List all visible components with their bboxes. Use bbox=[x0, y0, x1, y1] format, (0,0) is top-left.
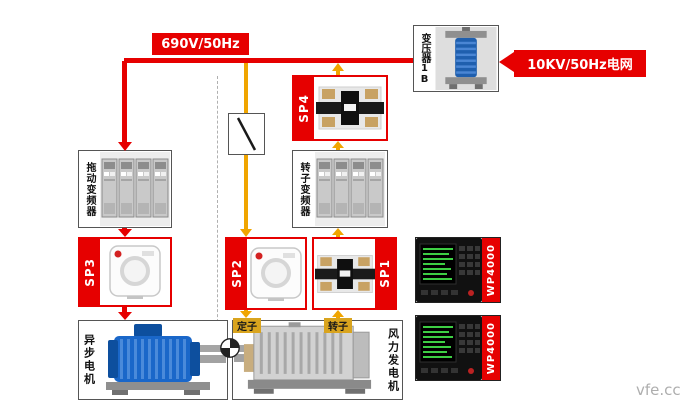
motor-label-strip: 异步电机 bbox=[79, 321, 99, 399]
drive-converter-label-strip: 拖动变频器 bbox=[79, 151, 99, 227]
arrow-up-icon bbox=[332, 141, 344, 148]
transformer-label: 变压器1B bbox=[419, 32, 430, 85]
breaker-switch-box bbox=[228, 113, 265, 155]
sp3-label: SP3 bbox=[83, 257, 97, 287]
rotor-tag-to-sp1-line bbox=[336, 316, 340, 319]
power-analyzer-top-box: WP4000 bbox=[415, 237, 501, 303]
wind-generator-box: 风力发电机 bbox=[232, 320, 403, 400]
arrow-down-icon bbox=[240, 311, 252, 318]
power-analyzer-icon bbox=[416, 238, 482, 302]
section-divider-dashed-line bbox=[217, 76, 218, 332]
generator-label-strip: 风力发电机 bbox=[384, 321, 402, 399]
wp4000-bottom-label: WP4000 bbox=[485, 321, 497, 375]
sp2-label: SP2 bbox=[230, 259, 244, 288]
rotor-tag: 转子 bbox=[324, 318, 352, 333]
bus-690v-line bbox=[124, 58, 414, 63]
grid-source-label: 10KV/50Hz电网 bbox=[514, 50, 646, 77]
arrow-up-icon bbox=[332, 310, 344, 317]
voltage-sensor-icon bbox=[247, 239, 305, 308]
arrow-down-icon bbox=[118, 142, 132, 151]
transformer-icon bbox=[434, 26, 498, 91]
sp2-sensor-box: SP2 bbox=[225, 237, 307, 310]
power-analyzer-bottom-box: WP4000 bbox=[415, 315, 501, 381]
converter-cabinet-icon bbox=[313, 151, 387, 227]
sp2-label-strip: SP2 bbox=[227, 239, 247, 308]
sp4-to-bus-line bbox=[336, 70, 340, 75]
breaker-icon bbox=[229, 114, 264, 154]
async-motor-box: 异步电机 bbox=[78, 320, 228, 400]
bus-to-breaker-line bbox=[244, 63, 248, 113]
breaker-to-sp2-line bbox=[244, 155, 248, 230]
generator-icon bbox=[233, 321, 384, 399]
motor-label: 异步电机 bbox=[82, 334, 96, 386]
voltage-sensor-icon bbox=[100, 239, 170, 305]
generator-label: 风力发电机 bbox=[386, 327, 400, 393]
transformer-label-strip: 变压器1B bbox=[414, 26, 434, 91]
coupling-icon bbox=[219, 337, 241, 363]
arrow-down-icon bbox=[240, 229, 252, 237]
drive-converter-box: 拖动变频器 bbox=[78, 150, 172, 228]
watermark: vfe.cc bbox=[636, 381, 681, 399]
rotor-converter-box: 转子变频器 bbox=[292, 150, 388, 228]
bus-to-drive-converter-line bbox=[122, 61, 127, 142]
wp4000-bottom-label-strip: WP4000 bbox=[482, 316, 500, 380]
sp4-label-strip: SP4 bbox=[294, 77, 314, 139]
arrow-up-icon bbox=[332, 228, 344, 235]
sp3-to-motor-line bbox=[122, 307, 127, 313]
arrow-down-icon bbox=[118, 229, 132, 237]
sp3-label-strip: SP3 bbox=[80, 239, 100, 305]
sp1-sensor-box: SP1 bbox=[312, 237, 397, 310]
converter-cabinet-icon bbox=[99, 151, 171, 227]
stator-tag: 定子 bbox=[233, 318, 261, 333]
wp4000-top-label: WP4000 bbox=[485, 243, 497, 297]
arrow-up-icon bbox=[332, 63, 344, 71]
current-sensor-icon bbox=[314, 77, 386, 139]
sp3-sensor-box: SP3 bbox=[78, 237, 172, 307]
rotor-converter-label: 转子变频器 bbox=[298, 161, 309, 217]
drive-converter-label: 拖动变频器 bbox=[84, 161, 95, 217]
sp1-label: SP1 bbox=[378, 259, 392, 288]
power-analyzer-icon bbox=[416, 316, 482, 380]
current-sensor-icon bbox=[314, 239, 375, 308]
motor-icon bbox=[99, 321, 227, 399]
rotor-converter-to-sp4-line bbox=[336, 147, 340, 150]
sp4-sensor-box: SP4 bbox=[292, 75, 388, 141]
arrow-left-icon bbox=[499, 52, 514, 72]
transformer-box: 变压器1B bbox=[413, 25, 499, 92]
arrow-down-icon bbox=[118, 312, 132, 320]
sp1-to-rotor-converter-line bbox=[336, 234, 340, 237]
wp4000-top-label-strip: WP4000 bbox=[482, 238, 500, 302]
sp1-label-strip: SP1 bbox=[375, 239, 395, 308]
sp4-label: SP4 bbox=[297, 93, 311, 123]
rotor-converter-label-strip: 转子变频器 bbox=[293, 151, 313, 227]
bus-voltage-label: 690V/50Hz bbox=[152, 33, 249, 55]
